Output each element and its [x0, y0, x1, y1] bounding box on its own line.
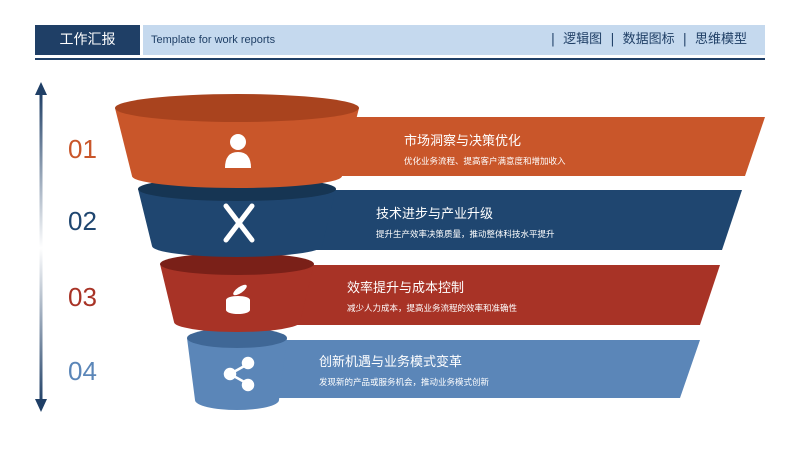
banner-3 — [290, 265, 720, 325]
can-icon — [226, 284, 250, 314]
step-description: 减少人力成本，提高业务流程的效率和准确性 — [347, 304, 518, 314]
header-bar: Template for work reports |逻辑图 |数据图标 |思维… — [143, 25, 765, 55]
step-description: 优化业务流程、提高客户满意度和增加收入 — [404, 157, 566, 167]
step-title: 效率提升与成本控制 — [347, 281, 465, 296]
nav-item-logic[interactable]: 逻辑图 — [563, 32, 603, 47]
step-4-text: 创新机遇与业务模式变革 发现新的产品或服务机会，推动业务模式创新 — [319, 351, 489, 388]
user-icon — [225, 134, 251, 168]
step-description: 发现新的产品或服务机会，推动业务模式创新 — [319, 378, 490, 388]
banner-1 — [330, 117, 765, 176]
header-title: 工作汇报 — [35, 25, 140, 55]
header-divider — [35, 58, 765, 60]
step-number-4: 04 — [68, 356, 97, 386]
tools-cross-icon — [223, 203, 255, 243]
step-title: 技术进步与产业升级 — [376, 207, 494, 222]
banner-2 — [310, 190, 742, 250]
step-number-3: 03 — [68, 282, 97, 312]
step-1-text: 市场洞察与决策优化 优化业务流程、提高客户满意度和增加收入 — [404, 130, 566, 167]
vertical-double-arrow — [35, 82, 47, 412]
share-icon — [223, 356, 255, 392]
step-title: 创新机遇与业务模式变革 — [319, 355, 463, 370]
step-description: 提升生产效率决策质量，推动整体科技水平提升 — [376, 230, 555, 240]
step-number-2: 02 — [68, 206, 97, 236]
header-nav: |逻辑图 |数据图标 |思维模型 — [551, 25, 747, 55]
banner-4 — [270, 340, 700, 398]
nav-item-data-chart[interactable]: 数据图标 — [622, 32, 675, 47]
funnel-segment-4 — [187, 328, 287, 410]
step-3-text: 效率提升与成本控制 减少人力成本，提高业务流程的效率和准确性 — [347, 277, 517, 314]
step-title: 市场洞察与决策优化 — [404, 134, 522, 149]
step-number-1: 01 — [68, 134, 97, 164]
nav-item-thinking-model[interactable]: 思维模型 — [694, 32, 747, 47]
header-subtitle: Template for work reports — [151, 34, 276, 46]
step-2-text: 技术进步与产业升级 提升生产效率决策质量，推动整体科技水平提升 — [376, 203, 555, 240]
